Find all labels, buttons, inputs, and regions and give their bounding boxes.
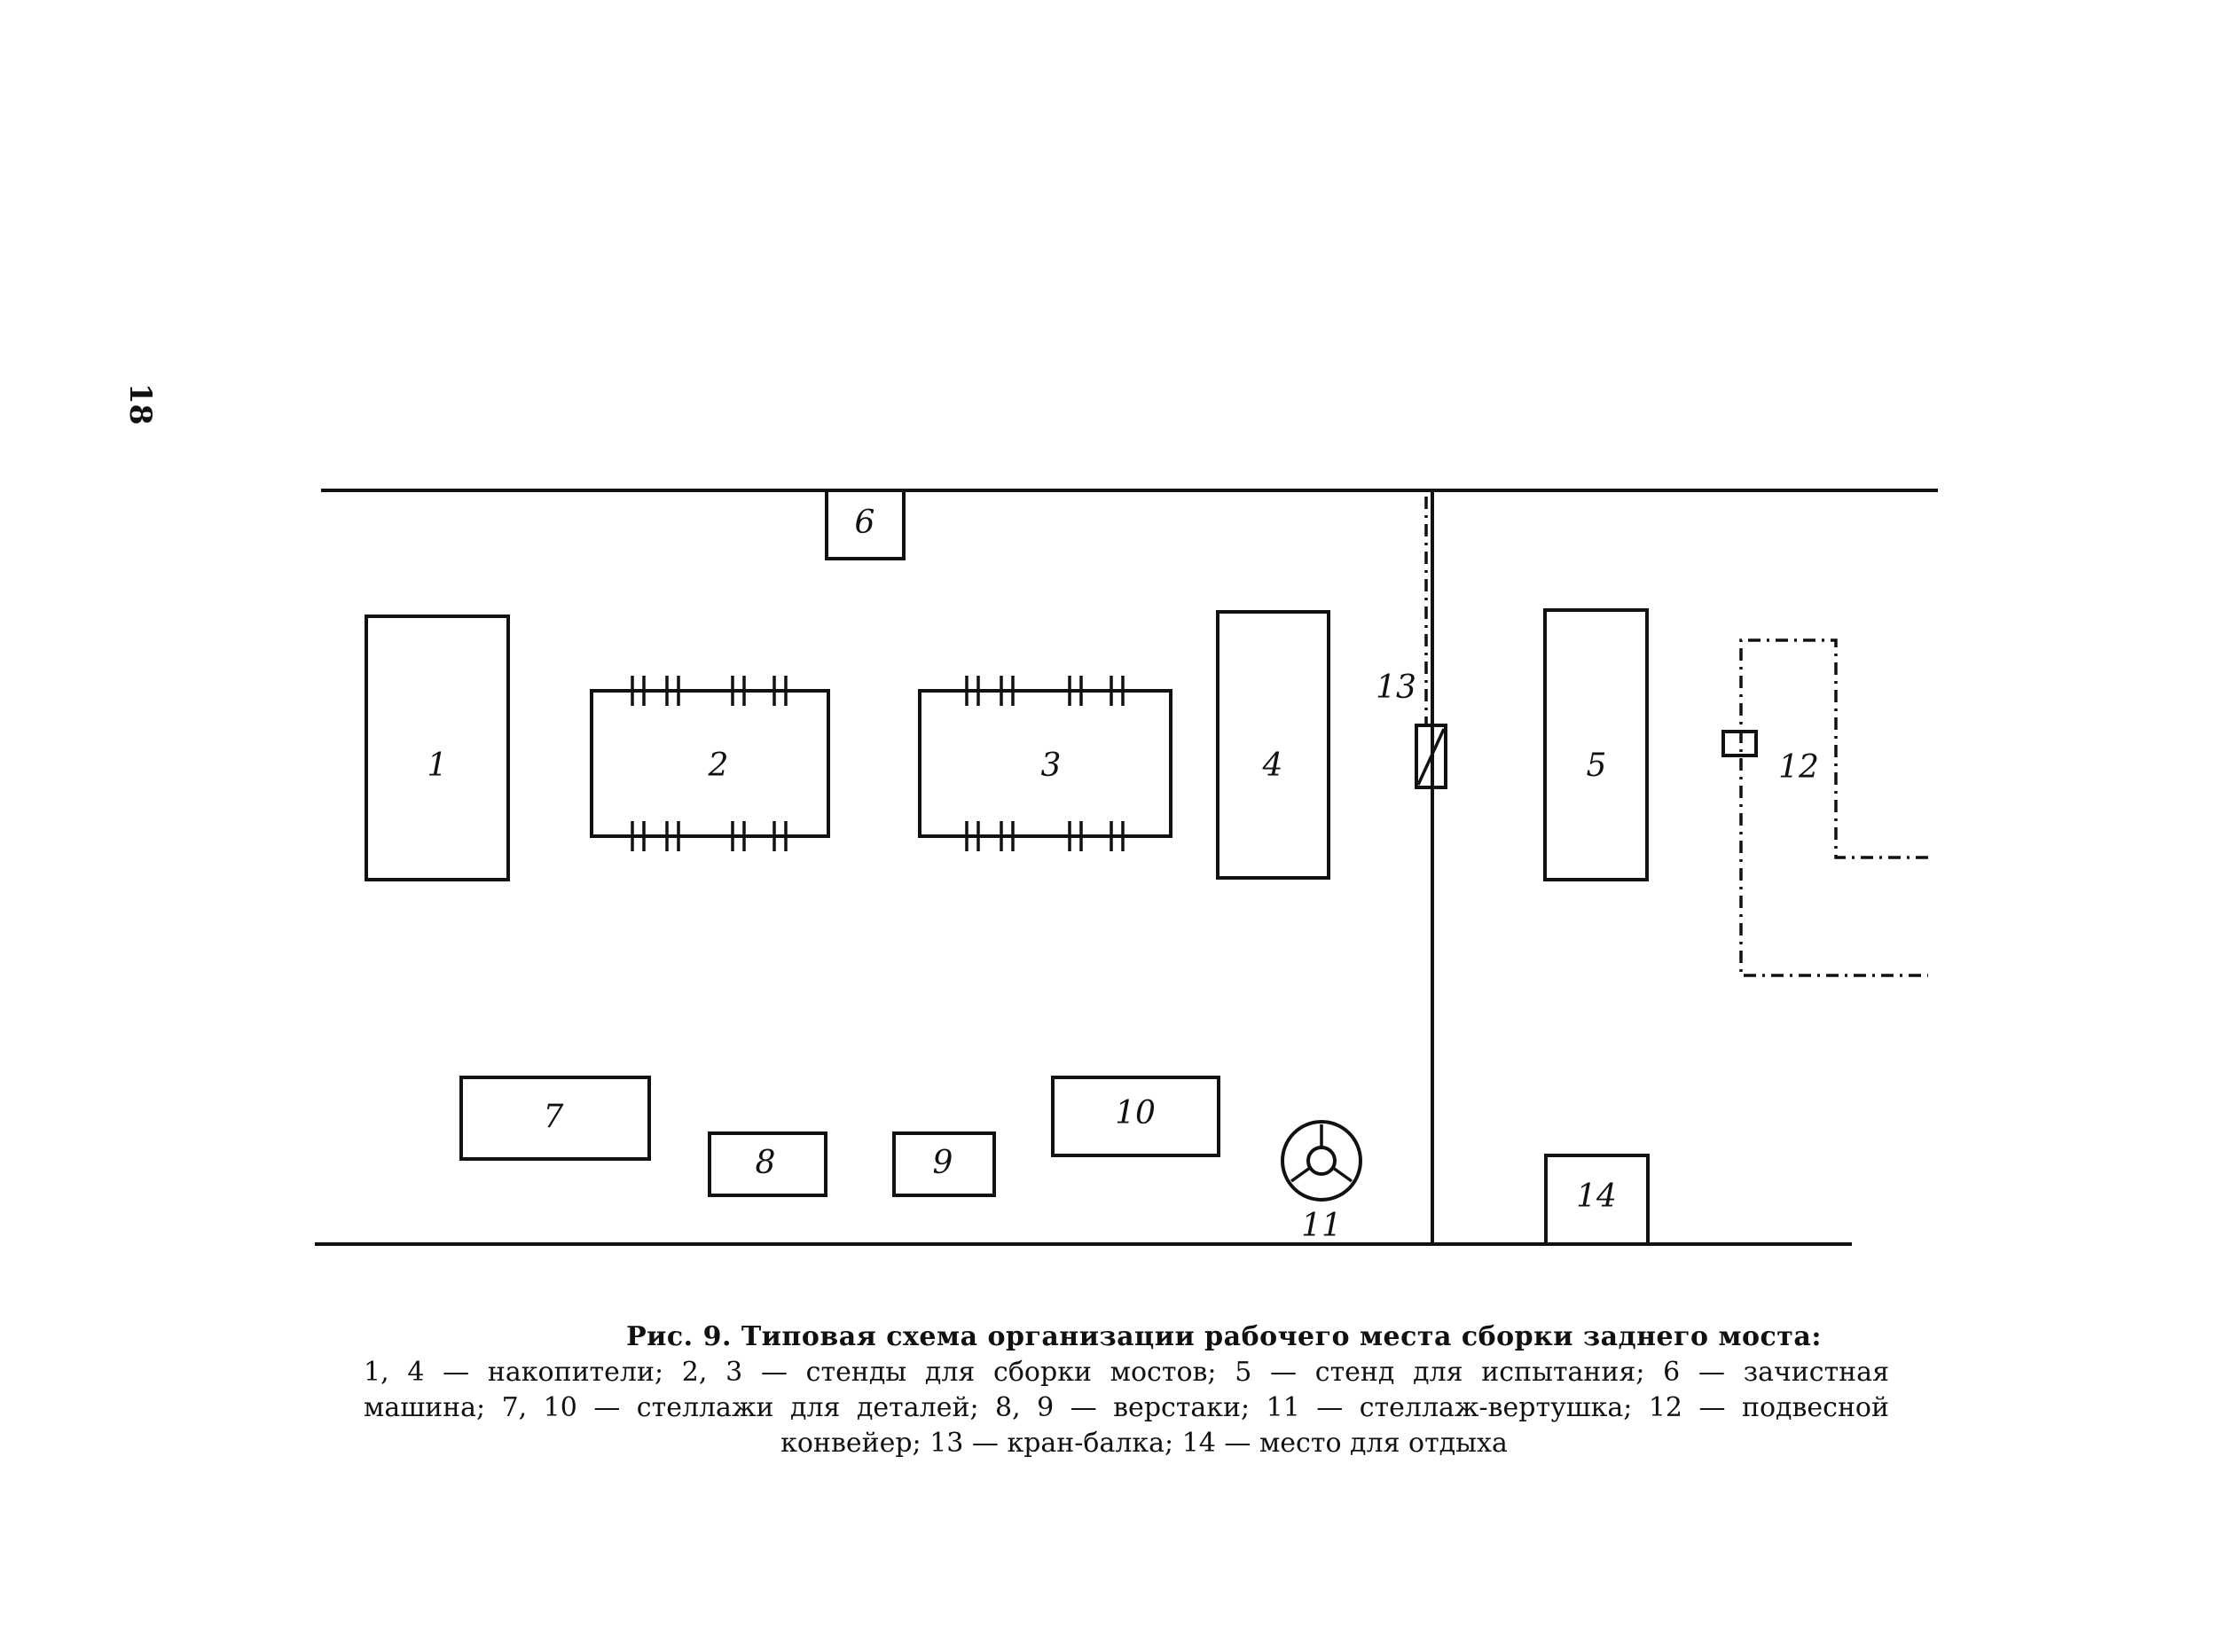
workbench-8 — [708, 1131, 827, 1197]
rack-10 — [1051, 1076, 1220, 1157]
storage-1 — [365, 615, 510, 881]
label-9: 9 — [933, 1145, 953, 1181]
caption-legend-line-2: машина; 7, 10 — стеллажи для деталей; 8,… — [364, 1392, 1889, 1423]
caption-title: Рис. 9. Типовая схема организации рабоче… — [626, 1321, 1822, 1352]
label-5: 5 — [1587, 748, 1607, 784]
label-4: 4 — [1262, 748, 1283, 784]
rotating-rack-11 — [1281, 1120, 1362, 1202]
storage-4 — [1216, 610, 1330, 880]
label-6: 6 — [855, 505, 875, 541]
label-2: 2 — [708, 748, 729, 784]
stand-3-clamps — [965, 676, 1125, 851]
label-11: 11 — [1301, 1208, 1342, 1244]
label-13: 13 — [1376, 669, 1416, 706]
label-8: 8 — [756, 1145, 776, 1181]
label-7: 7 — [544, 1099, 564, 1135]
label-1: 1 — [427, 748, 448, 784]
crane-beam-trolley-slash — [1416, 728, 1446, 786]
workbench-9 — [892, 1131, 996, 1197]
rest-area-14 — [1544, 1154, 1650, 1246]
label-10: 10 — [1115, 1095, 1156, 1131]
label-3: 3 — [1041, 748, 1062, 784]
assembly-stand-2 — [590, 689, 830, 838]
rack-7 — [459, 1076, 651, 1161]
crane-beam-trolley — [1415, 724, 1447, 789]
caption-legend-line-1: 1, 4 — накопители; 2, 3 — стенды для сбо… — [364, 1357, 1889, 1388]
scrubbing-machine-6 — [825, 489, 906, 560]
assembly-stand-3 — [918, 689, 1172, 838]
stand-2-clamps — [631, 676, 788, 851]
label-14: 14 — [1576, 1178, 1617, 1215]
figure-caption: Рис. 9. Типовая схема организации рабоче… — [364, 1319, 1889, 1461]
test-stand-5 — [1543, 608, 1649, 881]
label-12: 12 — [1778, 749, 1819, 786]
caption-legend-line-3: конвейер; 13 — кран-балка; 14 — место дл… — [780, 1428, 1508, 1459]
overhead-conveyor-12 — [1721, 638, 1928, 977]
